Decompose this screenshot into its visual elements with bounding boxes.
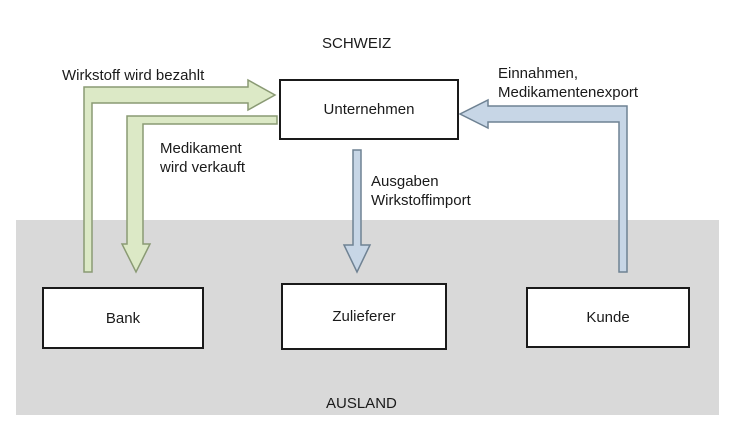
edge-label-einnahmen: Einnahmen, Medikamentenexport: [498, 65, 639, 101]
edge-label-ausgaben: Ausgaben Wirkstoffimport: [371, 173, 471, 209]
node-bank: Bank: [42, 287, 204, 349]
arrow-ausgaben-wirkstoffimport: [342, 149, 372, 274]
edge-label-medikament-verkauft: Medikament wird verkauft: [160, 140, 246, 176]
arrow-einnahmen-export: [458, 98, 628, 273]
edge-label-wirkstoff-bezahlt: Wirkstoff wird bezahlt: [62, 67, 205, 84]
arrow-wirkstoff-bezahlt: [83, 78, 277, 273]
node-zulieferer: Zulieferer: [281, 283, 447, 350]
node-unternehmen: Unternehmen: [279, 79, 459, 140]
region-label-ausland: AUSLAND: [326, 395, 397, 412]
node-kunde: Kunde: [526, 287, 690, 348]
region-label-schweiz: SCHWEIZ: [322, 35, 392, 52]
arrow-medikament-verkauft: [120, 115, 278, 274]
